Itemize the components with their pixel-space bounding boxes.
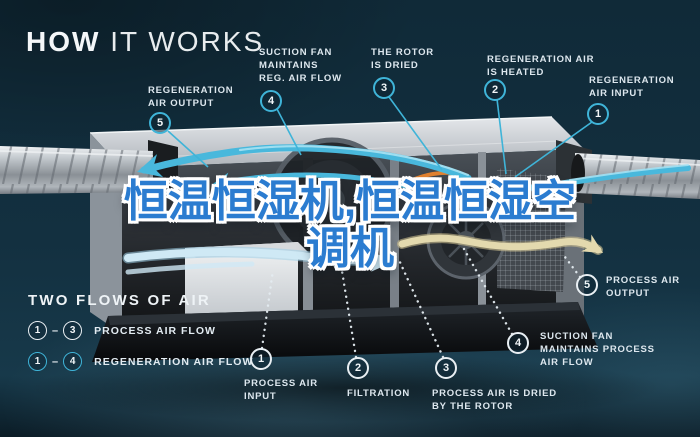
callout-process-air-dried-label: PROCESS AIR IS DRIED BY THE ROTOR xyxy=(432,388,557,412)
badge-regen-3: 3 xyxy=(373,77,395,99)
chinese-overlay-title: 恒温恒湿机,恒温恒湿空 调机 xyxy=(0,178,700,272)
floor-shadow xyxy=(30,354,660,422)
legend-process-label: PROCESS AIR FLOW xyxy=(94,324,216,337)
legend-separator: – xyxy=(52,324,59,337)
legend-heading: TWO FLOWS OF AIR xyxy=(28,292,211,309)
title-strong: HOW xyxy=(26,26,101,57)
callout-filtration-label: FILTRATION xyxy=(347,388,411,399)
badge-regen-1: 1 xyxy=(587,103,609,125)
badge-process-2: 2 xyxy=(347,357,369,379)
callout-rotor-is-dried-label: THE ROTOR IS DRIED xyxy=(371,47,434,71)
badge-process-5: 5 xyxy=(576,274,598,296)
process-leader-lines xyxy=(260,247,582,359)
callout-process-air-input-label: PROCESS AIR INPUT xyxy=(244,378,318,402)
page-title: HOW IT WORKS xyxy=(26,26,264,58)
legend-regen-label: REGENERATION AIR FLOW xyxy=(94,355,254,368)
regen-flow-arrows xyxy=(137,144,691,199)
badge-regen-2: 2 xyxy=(484,79,506,101)
callout-suction-fan-process-label: SUCTION FAN MAINTAINS PROCESS AIR FLOW xyxy=(540,331,655,368)
badge-regen-4: 4 xyxy=(260,90,282,112)
callout-regeneration-air-output-label: REGENERATION AIR OUTPUT xyxy=(148,85,234,109)
chinese-overlay-line1: 恒温恒湿机,恒温恒湿空 xyxy=(123,177,577,226)
machine-base xyxy=(92,302,598,362)
legend-process-start-badge: 1 xyxy=(28,321,47,340)
chinese-overlay-line2: 调机 xyxy=(306,224,394,273)
regen-leader-lines xyxy=(167,96,593,178)
legend-process-end-badge: 3 xyxy=(63,321,83,340)
process-output-arrow xyxy=(397,233,604,255)
legend: TWO FLOWS OF AIR 1 – 3 PROCESS AIR FLOW … xyxy=(28,292,253,371)
left-duct xyxy=(0,140,178,198)
legend-regen-start-badge: 1 xyxy=(28,352,47,371)
legend-regen-end-badge: 4 xyxy=(63,352,83,371)
legend-row-regeneration: 1 – 4 REGENERATION AIR FLOW xyxy=(28,352,253,371)
title-light: IT WORKS xyxy=(100,26,265,57)
callout-process-air-output-label: PROCESS AIR OUTPUT xyxy=(606,275,680,299)
callout-regen-air-input-label: REGENERATION AIR INPUT xyxy=(589,75,675,99)
legend-separator: – xyxy=(52,355,59,368)
callout-regen-air-heated-label: REGENERATION AIR IS HEATED xyxy=(487,54,595,78)
legend-row-process: 1 – 3 PROCESS AIR FLOW xyxy=(28,321,253,340)
callout-suction-fan-reg-label: SUCTION FAN MAINTAINS REG. AIR FLOW xyxy=(259,47,342,84)
badge-process-1: 1 xyxy=(250,348,272,370)
process-input-arrow xyxy=(122,246,393,275)
badge-process-3: 3 xyxy=(435,357,457,379)
mesh-panel xyxy=(497,168,567,292)
badge-regen-5: 5 xyxy=(149,112,171,134)
badge-process-4: 4 xyxy=(507,332,529,354)
